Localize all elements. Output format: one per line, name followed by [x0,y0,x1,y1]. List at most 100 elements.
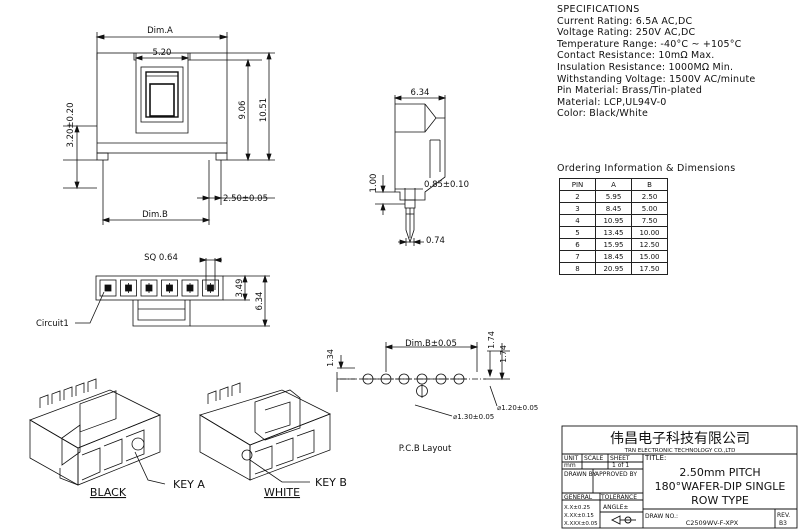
sheet-value: 1 of 1 [612,462,629,469]
tolerance-line-1: X.X±0.25 [564,505,591,511]
tolerance-line-3: X.XXX±0.05 [564,521,598,527]
iso-white: WHITE KEY B [199,382,347,499]
spec-line: Contact Resistance: 10mΩ Max. [557,50,715,62]
title-line-2: 180°WAFER-DIP SINGLE [655,480,786,493]
dim-3-49-label: 3.49 [235,279,245,298]
cell-b: 7.50 [631,214,668,227]
pcb-dim-b-label: Dim.B±0.05 [405,339,457,349]
pin-square [104,284,112,292]
scale-label: SCALE [584,455,603,462]
iso-black: BLACK KEY A [29,378,205,499]
angle-label: ANGLE± [603,504,628,511]
cell-pin: 3 [559,202,596,215]
pcb-layout: Dim.B±0.05 1.34 1.74 1.74 ⌀1.30±0.05 ⌀1.… [326,331,538,454]
general-label: GENERAL [564,494,593,501]
dim-6-34-front-label: 6.34 [255,292,265,311]
black-label: BLACK [90,486,127,499]
pcb-1-74a-label: 1.74 [487,331,496,349]
dim-5-20-label: 5.20 [153,48,172,58]
pcb-1-34-label: 1.34 [326,349,335,367]
spec-line: Temperature Range: -40°C ~ +105°C [557,38,742,50]
dim-0-74-label: 0.74 [426,236,445,246]
circuit1-label: Circuit1 [36,319,69,329]
unit-value: mm [564,462,576,469]
cell-b: 2.50 [631,190,668,203]
dim-9-06-label: 9.06 [238,101,248,120]
pcb-1-74b-label: 1.74 [499,345,508,363]
company-chinese: 伟昌电子科技有限公司 [610,431,750,447]
cell-a: 13.45 [595,226,632,239]
tolerance-label: TOLERANCE [600,494,637,501]
header-b: B [631,178,668,191]
cavity [120,279,137,297]
spec-line: Withstanding Voltage: 1500V AC/minute [557,73,756,85]
cavity [140,279,158,297]
cell-b: 17.50 [631,262,668,275]
title-block: 伟昌电子科技有限公司 TRN ELECTRONIC TECHNOLOGY CO.… [561,425,798,529]
spec-line: Color: Black/White [557,108,648,120]
specifications-block: SPECIFICATIONS Current Rating: 6.5A AC,D… [557,4,755,120]
ordering-title: Ordering Information & Dimensions [557,163,736,174]
spec-line: Material: LCP,UL94V-0 [557,96,667,108]
draw-no-value: C2509WV-F-XPX [686,519,739,527]
white-label: WHITE [264,486,300,499]
header-a: A [595,178,632,191]
rev-value: B3 [779,520,787,527]
spec-line: Insulation Resistance: 1000MΩ Min. [557,61,734,73]
dim-10-51-label: 10.51 [259,98,269,122]
drawn-by-label: DRAWN BY [564,471,596,478]
header-pin: PIN [559,178,596,191]
rev-label: REV. [777,512,790,519]
dim-0-85-label: 0.85±0.10 [424,180,469,190]
sq-label: SQ 0.64 [144,253,178,263]
spec-line: Pin Material: Brass/Tin-plated [557,85,703,97]
cell-a: 10.95 [595,214,632,227]
unit-label: UNIT [564,455,579,462]
dim-b-label: Dim.B [142,210,168,220]
cell-b: 10.00 [631,226,668,239]
dim-1-00-label: 1.00 [369,174,379,193]
cell-b: 12.50 [631,238,668,251]
side-view: 6.34 1.00 0.85±0.10 0.74 [369,88,469,246]
cell-a: 15.95 [595,238,632,251]
title-line-3: ROW TYPE [691,494,749,507]
title-label: TITLE: [644,454,666,462]
cell-a: 20.95 [595,262,632,275]
front-view: SQ 0.64 3.49 6.34 Circuit1 [36,253,270,329]
pcb-hole1-label: ⌀1.30±0.05 [453,413,494,421]
cell-pin: 5 [559,226,596,239]
approved-by-label: APPROVED BY [595,471,637,478]
specifications-heading: SPECIFICATIONS [557,4,640,15]
dim-3-20-label: 3.20±0.20 [66,103,76,148]
dim-2-50-label: 2.50±0.05 [223,194,268,204]
cell-b: 5.00 [631,202,668,215]
dim-6-34-side-label: 6.34 [411,88,430,98]
spec-line: Voltage Rating: 250V AC,DC [557,27,696,39]
title-line-1: 2.50mm PITCH [679,466,760,479]
cell-b: 15.00 [631,250,668,263]
key-a-label: KEY A [173,478,205,491]
tolerance-line-2: X.XX±0.15 [564,513,594,519]
cell-a: 18.45 [595,250,632,263]
cavity [99,279,117,297]
draw-no-label: DRAW NO.: [645,513,678,520]
company-english: TRN ELECTRONIC TECHNOLOGY CO.,LTD [624,448,736,454]
cell-pin: 4 [559,214,596,227]
cavity [161,279,178,297]
pcb-layout-caption: P.C.B Layout [399,444,452,454]
cell-pin: 7 [559,250,596,263]
cell-pin: 2 [559,190,596,203]
ordering-header-row: PIN A B [559,178,668,191]
cavity [181,279,199,297]
cell-pin: 6 [559,238,596,251]
top-view: Dim.A 5.20 9.06 10.51 3.20±0.20 2.50±0.0… [63,26,275,225]
